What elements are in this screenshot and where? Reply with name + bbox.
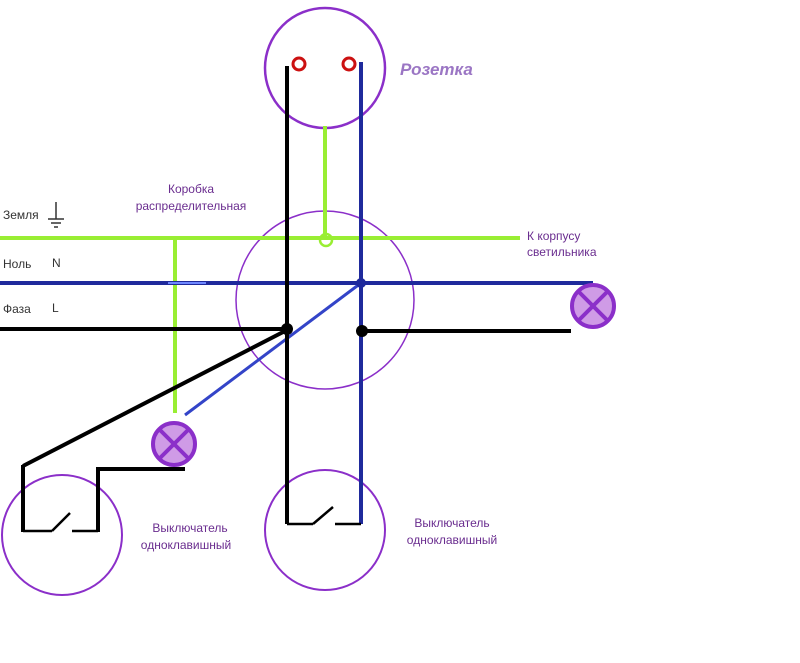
to-lamp-body-label-line1: К корпусу: [527, 229, 580, 243]
socket-circle: [263, 6, 387, 130]
ground-wires: [0, 126, 520, 413]
switch-icon: [287, 506, 361, 526]
to-lamp-body-label-line2: светильника: [527, 245, 597, 259]
phase-letter: L: [52, 301, 59, 315]
ground-label: Земля: [3, 208, 39, 222]
switch-right-circle: [264, 469, 386, 591]
phase-to-switch-left: [22, 328, 288, 468]
socket-pin-right: [341, 56, 357, 72]
lamp-icon: [151, 421, 197, 467]
phase-wires: [0, 66, 571, 532]
switch-right-label-line1: Выключатель: [414, 516, 489, 530]
phase-label: Фаза: [3, 302, 31, 316]
neutral-wires: [0, 62, 593, 524]
neutral-label: Ноль: [3, 257, 31, 271]
switch-right-label-line2: одноклавишный: [407, 533, 497, 547]
junction-box-label-line2: распределительная: [136, 199, 247, 213]
switch-left-label-line1: Выключатель: [152, 521, 227, 535]
ground-icon: [48, 202, 64, 228]
phase-switch-left-out: [96, 467, 185, 532]
socket-label: Розетка: [400, 60, 473, 79]
phase-junction-node-right: [356, 325, 368, 337]
junction-box-label-line1: Коробка: [168, 182, 214, 196]
neutral-junction-node: [356, 278, 366, 288]
phase-junction-node-left: [281, 323, 293, 335]
lamp-icon: [570, 283, 616, 329]
switch-left-label-line2: одноклавишный: [141, 538, 231, 552]
neutral-letter: N: [52, 256, 61, 270]
switch-left-circle: [1, 474, 123, 596]
neutral-lamp-branch: [184, 281, 362, 417]
socket-icon: [291, 56, 357, 72]
switch-icon: [23, 512, 98, 533]
ground-junction-node: [318, 232, 334, 248]
socket-pin-left: [291, 56, 307, 72]
